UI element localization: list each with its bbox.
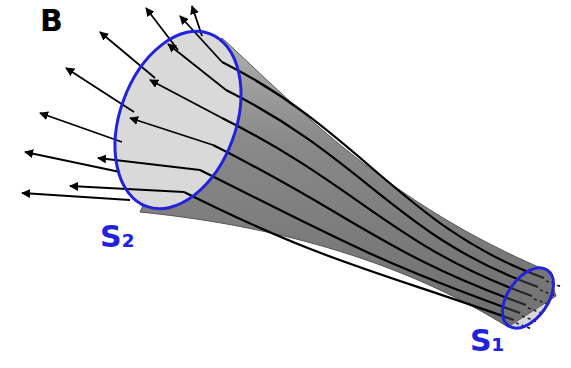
field-label: B [40,6,63,36]
field-lines [184,62,544,320]
surface-s2-rim [92,14,264,227]
field-arrow [100,32,155,78]
field-line [200,170,520,313]
field-arrow [40,113,122,142]
field-arrow [130,118,213,145]
field-arrow [150,80,222,118]
field-arrow [168,44,226,90]
field-arrow [180,16,222,62]
field-line [222,118,532,296]
field-line [213,145,526,305]
surface-s2 [92,14,264,227]
field-arrow [22,193,130,200]
field-arrow [98,158,200,170]
field-line [222,62,544,278]
field-line [226,90,538,287]
surface-label: S₁ [470,326,505,356]
field-arrow [25,152,120,172]
field-line [184,192,514,320]
field-arrow [66,68,134,112]
surface-label: S₂ [100,222,135,252]
